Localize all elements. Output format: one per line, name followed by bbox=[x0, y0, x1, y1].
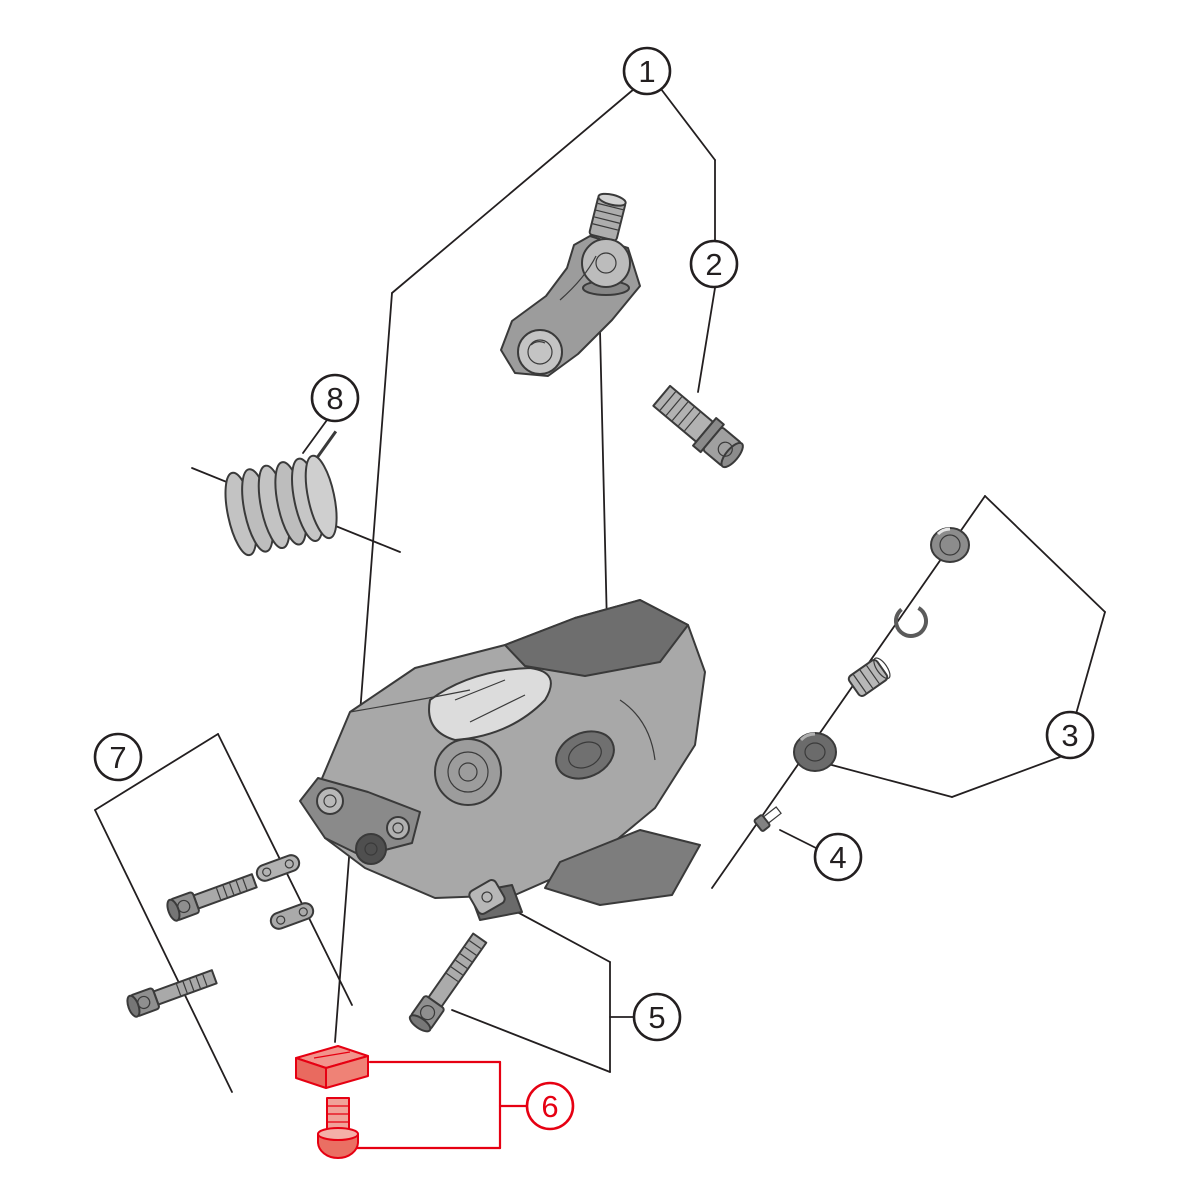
part-snap-ring bbox=[894, 604, 928, 638]
part-cable-fixing-plate bbox=[295, 1045, 369, 1089]
part-link-plate-upper bbox=[255, 854, 301, 882]
leader-lines-callout-8 bbox=[302, 419, 328, 454]
callout-2: 2 bbox=[689, 239, 739, 289]
leader-lines-callout-1 bbox=[391, 88, 716, 294]
part-set-screw bbox=[753, 806, 782, 832]
part-plate-bolt bbox=[408, 932, 488, 1033]
part-adjust-nut bbox=[793, 732, 837, 772]
part-washer bbox=[468, 879, 506, 915]
part-end-cap bbox=[930, 527, 970, 563]
leader-lines-callout-3 bbox=[827, 495, 1106, 798]
callout-2-label: 2 bbox=[705, 247, 722, 282]
callout-6-label: 6 bbox=[541, 1089, 558, 1124]
callout-5-label: 5 bbox=[648, 1000, 665, 1035]
leader-lines-callout-5 bbox=[451, 905, 634, 1073]
callout-5: 5 bbox=[632, 992, 682, 1042]
part-spring bbox=[224, 430, 338, 557]
callout-1-label: 1 bbox=[638, 54, 655, 89]
callout-8-label: 8 bbox=[326, 381, 343, 416]
leader-lines-callout-4 bbox=[779, 829, 819, 850]
callout-6: 6 bbox=[525, 1081, 575, 1131]
callout-1: 1 bbox=[622, 46, 672, 96]
part-bushing bbox=[847, 657, 891, 698]
part-hanger-link bbox=[500, 192, 641, 377]
leader-lines-callout-2 bbox=[697, 287, 716, 393]
part-link-plate-lower bbox=[269, 902, 315, 930]
part-axle-bolt bbox=[652, 384, 744, 469]
part-link-bolt-upper bbox=[166, 873, 258, 922]
callout-3-label: 3 bbox=[1061, 718, 1078, 753]
part-derailleur-body bbox=[299, 599, 706, 921]
callout-3: 3 bbox=[1045, 710, 1095, 760]
callout-4: 4 bbox=[813, 832, 863, 882]
callout-7: 7 bbox=[93, 732, 143, 782]
part-cable-fixing-bolt bbox=[317, 1097, 359, 1159]
callout-4-label: 4 bbox=[829, 840, 846, 875]
leader-lines-callout-6 bbox=[350, 1060, 529, 1150]
part-link-bolt-lower bbox=[126, 969, 218, 1018]
callout-8: 8 bbox=[310, 373, 360, 423]
callout-7-label: 7 bbox=[109, 740, 126, 775]
